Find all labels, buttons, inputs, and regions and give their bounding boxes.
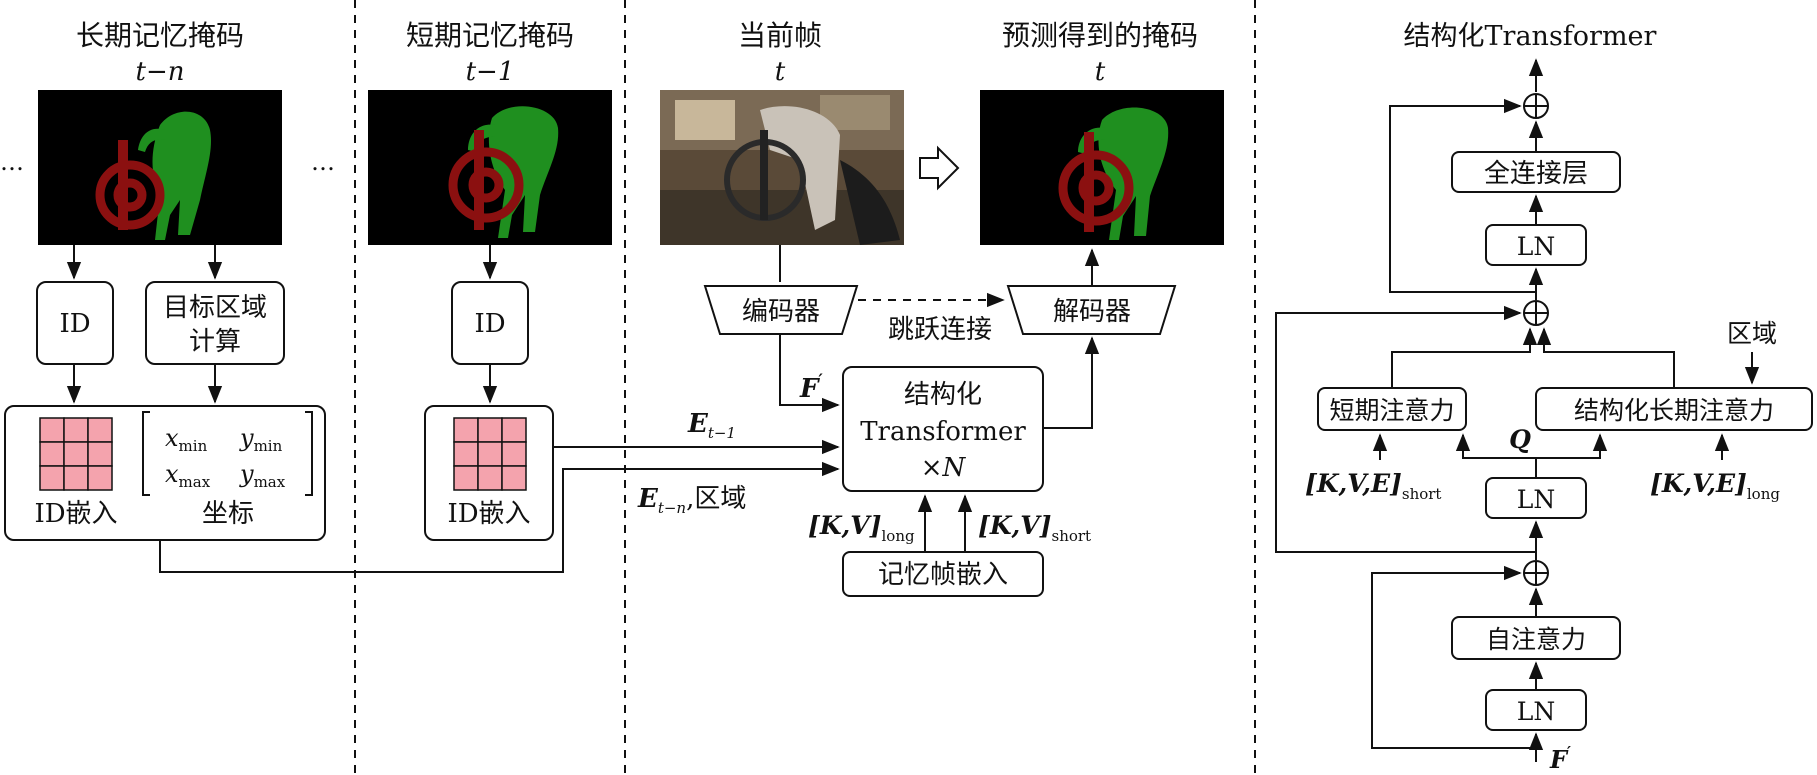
transformer-label-3: ×N <box>921 453 967 483</box>
coord-xmin: xmin <box>165 424 208 455</box>
id-box-long-label: ID <box>59 309 90 339</box>
fc-layer-box <box>1451 151 1621 193</box>
kv-short-label: [K,V]short <box>978 511 1091 545</box>
current-frame-title: 当前帧 <box>738 19 822 52</box>
self-attention-label: 自注意力 <box>1486 625 1586 654</box>
encoder-label: 编码器 <box>742 297 820 327</box>
ln-box-3 <box>1485 689 1587 731</box>
coords-bracket-right <box>305 411 313 496</box>
structured-long-attention-label: 结构化长期注意力 <box>1574 396 1774 425</box>
residual-arrow-bottom <box>1371 565 1536 749</box>
coord-xmax: xmax <box>165 460 211 491</box>
residual-arrow-mid <box>1275 305 1536 553</box>
long-memory-time: t−n <box>136 57 185 87</box>
predicted-mask-image <box>980 90 1224 245</box>
residual-arrow-top <box>1389 98 1536 293</box>
f-prime-label: F′ <box>799 370 823 404</box>
arrow-q-to-long-attn <box>1536 433 1608 459</box>
id-embed-short-label: ID嵌入 <box>447 499 530 529</box>
fc-layer-label: 全连接层 <box>1484 159 1588 189</box>
long-memory-mask-image <box>38 90 282 245</box>
hollow-arrow-icon <box>919 145 960 191</box>
memory-frame-embed-box <box>842 551 1044 597</box>
target-region-label-2: 计算 <box>189 327 241 357</box>
arrow-long-attn-to-add <box>1536 327 1675 388</box>
coords-bracket-left <box>142 411 150 496</box>
id-embed-grid-short <box>453 417 527 491</box>
input-f-prime-label: F′ <box>1549 743 1571 774</box>
ln-label-1: LN <box>1517 232 1555 261</box>
ellipsis-left: … <box>0 148 24 176</box>
kv-long-label: [K,V]long <box>808 511 915 545</box>
predicted-mask-title: 预测得到的掩码 <box>1002 19 1198 52</box>
target-region-label-1: 目标区域 <box>163 293 267 323</box>
memory-frame-embed-label: 记忆帧嵌入 <box>878 560 1008 590</box>
short-memory-mask-image <box>368 90 612 245</box>
encoder-box <box>703 285 859 335</box>
current-frame-photo <box>660 90 904 245</box>
ellipsis-mid: … <box>311 148 335 176</box>
e-tn-label: Et−n,区域 <box>637 484 746 517</box>
q-label: Q <box>1509 425 1531 454</box>
kve-long-label: [K,V,E]long <box>1650 469 1780 503</box>
predicted-mask-time: t <box>1095 57 1106 87</box>
arrow-encoder-to-transformer <box>779 334 840 413</box>
short-attention-label: 短期注意力 <box>1329 396 1454 425</box>
transformer-label-2: Transformer <box>860 417 1026 447</box>
transformer-detail-title: 结构化Transformer <box>1404 21 1657 52</box>
transformer-label-1: 结构化 <box>904 380 982 410</box>
id-embed-long-label: ID嵌入 <box>34 499 117 529</box>
coord-ymin: ymin <box>239 424 283 455</box>
id-embed-grid-long <box>39 417 113 491</box>
ln-label-3: LN <box>1517 697 1555 726</box>
coords-label: 坐标 <box>202 499 254 529</box>
arrow-transformer-to-decoder <box>1043 336 1100 429</box>
coord-ymax: ymax <box>239 460 286 491</box>
e-t1-label: Et−1 <box>687 409 736 442</box>
arrow-long-embed-to-transformer <box>159 461 840 573</box>
kve-short-label: [K,V,E]short <box>1305 469 1441 503</box>
ln-box-1 <box>1485 224 1587 266</box>
id-box-short-label: ID <box>474 309 505 339</box>
arrow-q-to-short-attn <box>1455 433 1537 478</box>
short-memory-time: t−1 <box>466 57 515 87</box>
decoder-box <box>1006 285 1177 335</box>
decoder-label: 解码器 <box>1053 297 1131 327</box>
short-memory-title: 短期记忆掩码 <box>406 19 574 52</box>
long-memory-title: 长期记忆掩码 <box>76 19 244 52</box>
arrow-short-attn-to-add <box>1391 327 1538 388</box>
skip-connection-label: 跳跃连接 <box>888 315 992 345</box>
ln-label-2: LN <box>1517 485 1555 514</box>
ln-box-2 <box>1485 477 1587 519</box>
region-label: 区域 <box>1727 319 1777 348</box>
self-attention-box <box>1451 616 1621 660</box>
current-frame-time: t <box>775 57 786 87</box>
